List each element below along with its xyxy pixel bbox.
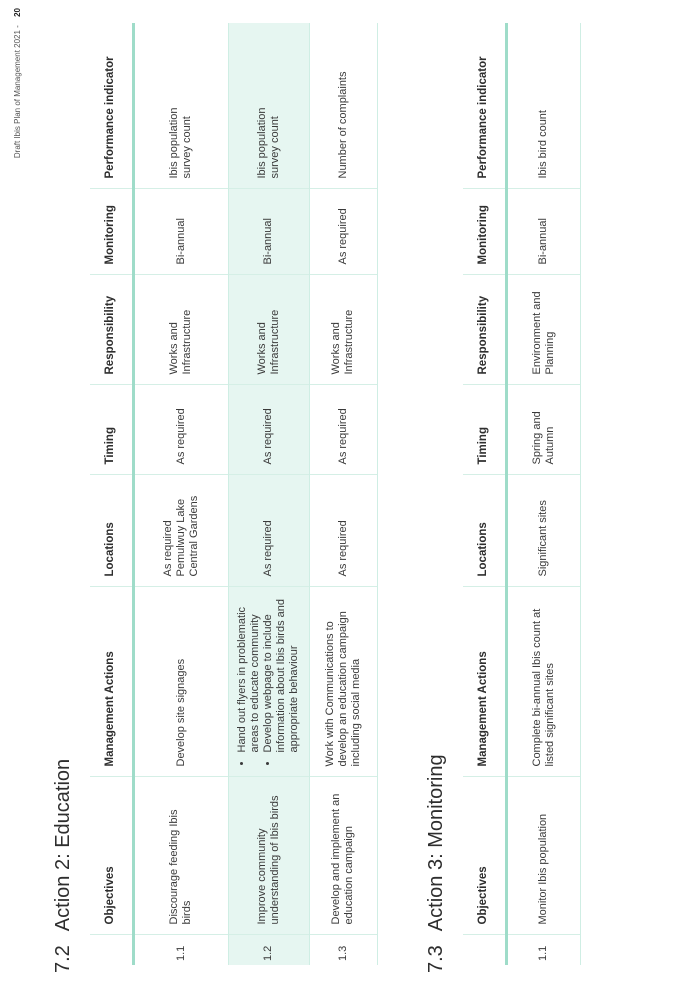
action-cell: Develop site signages [133, 587, 228, 777]
header-monitoring: Monitoring [90, 189, 133, 275]
table-header-row: Objectives Management Actions Locations … [463, 23, 506, 965]
table-row: 1.2 Improve community understanding of I… [228, 23, 309, 965]
indicator-cell: Ibis population survey count [228, 23, 309, 189]
monitoring-cell: Bi-annual [133, 189, 228, 275]
responsibility-line: Infrastructure [268, 309, 281, 375]
page-footer: Draft Ibis Plan of Management 2021 - 20 [13, 8, 22, 158]
indicator-cell: Number of complaints [309, 23, 377, 189]
location-line: Pemulwuy Lake [174, 498, 187, 577]
indicator-cell: Ibis bird count [506, 23, 580, 189]
indicator-line: survey count [268, 116, 281, 179]
timing-cell: As required [133, 385, 228, 475]
monitoring-cell: Bi-annual [506, 189, 580, 275]
table-header-row: Objectives Management Actions Locations … [90, 23, 133, 965]
education-table: Objectives Management Actions Locations … [90, 23, 378, 965]
section-title-monitoring: 7.3 Action 3: Monitoring [425, 754, 448, 973]
row-id: 1.1 [506, 935, 580, 965]
location-line: Central Gardens [187, 495, 200, 577]
indicator-cell: Ibis population survey count [133, 23, 228, 189]
monitoring-cell: As required [309, 189, 377, 275]
header-locations: Locations [90, 475, 133, 587]
row-id: 1.3 [309, 935, 377, 965]
footer-doc-title: Draft Ibis Plan of Management 2021 [13, 30, 22, 159]
timing-line: Spring and [530, 411, 543, 465]
header-responsibility: Responsibility [463, 275, 506, 385]
responsibility-line: Works and [255, 322, 268, 375]
indicator-line: Ibis population [168, 107, 180, 179]
responsibility-cell: Works and Infrastructure [309, 275, 377, 385]
responsibility-line: Works and [330, 322, 342, 375]
objective-line: education campaign [343, 826, 355, 925]
responsibility-line: Works and [168, 322, 180, 375]
section-heading: Action 3: Monitoring [425, 754, 447, 932]
locations-cell: As required Pemulwuy Lake Central Garden… [133, 475, 228, 587]
responsibility-cell: Works and Infrastructure [228, 275, 309, 385]
responsibility-line: Environment and [530, 291, 543, 375]
header-management-actions: Management Actions [90, 587, 133, 777]
objective-cell: Discourage feeding Ibis birds [133, 777, 228, 935]
objective-line: Improve community [255, 828, 268, 925]
header-objectives: Objectives [90, 777, 133, 935]
header-performance-indicator: Performance indicator [463, 23, 506, 189]
header-index [90, 935, 133, 965]
header-locations: Locations [463, 475, 506, 587]
monitoring-table: Objectives Management Actions Locations … [463, 23, 581, 965]
header-monitoring: Monitoring [463, 189, 506, 275]
indicator-line: Ibis population [255, 107, 268, 179]
action-bullet: Hand out flyers in problematic areas to … [236, 598, 262, 753]
header-index [463, 935, 506, 965]
header-timing: Timing [90, 385, 133, 475]
header-performance-indicator: Performance indicator [90, 23, 133, 189]
row-id: 1.2 [228, 935, 309, 965]
locations-cell: As required [228, 475, 309, 587]
locations-cell: As required [309, 475, 377, 587]
locations-cell: Significant sites [506, 475, 580, 587]
action-line: listed significant sites [543, 663, 556, 767]
header-responsibility: Responsibility [90, 275, 133, 385]
section-heading: Action 2: Education [52, 758, 74, 932]
row-id: 1.1 [133, 935, 228, 965]
timing-cell: As required [228, 385, 309, 475]
table-row: 1.3 Develop and implement an education c… [309, 23, 377, 965]
objective-line: understanding of Ibis birds [268, 795, 281, 925]
section-number: 7.3 [425, 945, 447, 973]
action-bullet-list: Hand out flyers in problematic areas to … [236, 598, 301, 767]
action-bullet: Develop webpage to include information a… [262, 598, 301, 752]
indicator-line: survey count [181, 116, 193, 179]
header-timing: Timing [463, 385, 506, 475]
action-cell: Complete bi-annual Ibis count at listed … [506, 587, 580, 777]
objective-line: Develop and implement an [330, 793, 342, 925]
section-number: 7.2 [52, 945, 74, 973]
responsibility-cell: Environment and Planning [506, 275, 580, 385]
action-cell: Hand out flyers in problematic areas to … [228, 587, 309, 777]
header-objectives: Objectives [463, 777, 506, 935]
objective-cell: Monitor Ibis population [506, 777, 580, 935]
objective-cell: Improve community understanding of Ibis … [228, 777, 309, 935]
responsibility-line: Planning [543, 331, 556, 375]
timing-cell: Spring and Autumn [506, 385, 580, 475]
timing-cell: As required [309, 385, 377, 475]
footer-separator: - [13, 25, 22, 28]
monitoring-cell: Bi-annual [228, 189, 309, 275]
table-row: 1.1 Monitor Ibis population Complete bi-… [506, 23, 580, 965]
location-line: As required [161, 520, 174, 577]
action-line: Complete bi-annual Ibis count at [530, 608, 543, 767]
responsibility-line: Infrastructure [181, 309, 193, 375]
header-management-actions: Management Actions [463, 587, 506, 777]
table-row: 1.1 Discourage feeding Ibis birds Develo… [133, 23, 228, 965]
action-cell: Work with Communications to develop an e… [309, 587, 377, 777]
objective-cell: Develop and implement an education campa… [309, 777, 377, 935]
responsibility-cell: Works and Infrastructure [133, 275, 228, 385]
responsibility-line: Infrastructure [343, 309, 355, 375]
section-title-education: 7.2 Action 2: Education [52, 759, 75, 973]
timing-line: Autumn [543, 426, 556, 465]
page-number: 20 [13, 8, 22, 17]
